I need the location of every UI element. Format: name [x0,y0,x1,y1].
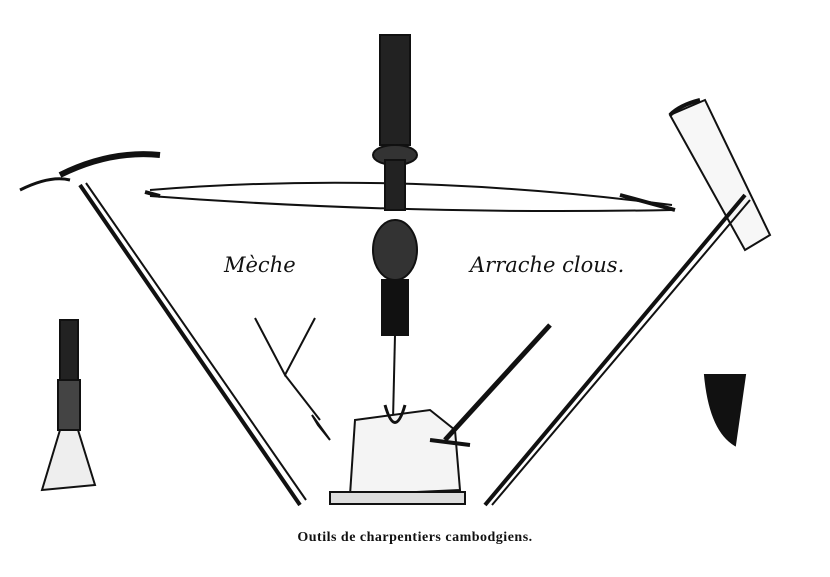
label-meche: Mèche [224,253,296,277]
blade-fragment [703,374,747,447]
left-adze [19,151,307,507]
label-arrache-clous: Arrache clous. [470,253,625,277]
adze-head [40,319,97,492]
fork-tool [254,317,331,441]
nail-puller [483,98,772,507]
wood-block [329,404,466,505]
figure-caption: Outils de charpentiers cambodgiens. [297,530,533,545]
drill-bow [144,181,676,213]
drill-spindle [372,34,418,421]
chisel [429,323,552,447]
